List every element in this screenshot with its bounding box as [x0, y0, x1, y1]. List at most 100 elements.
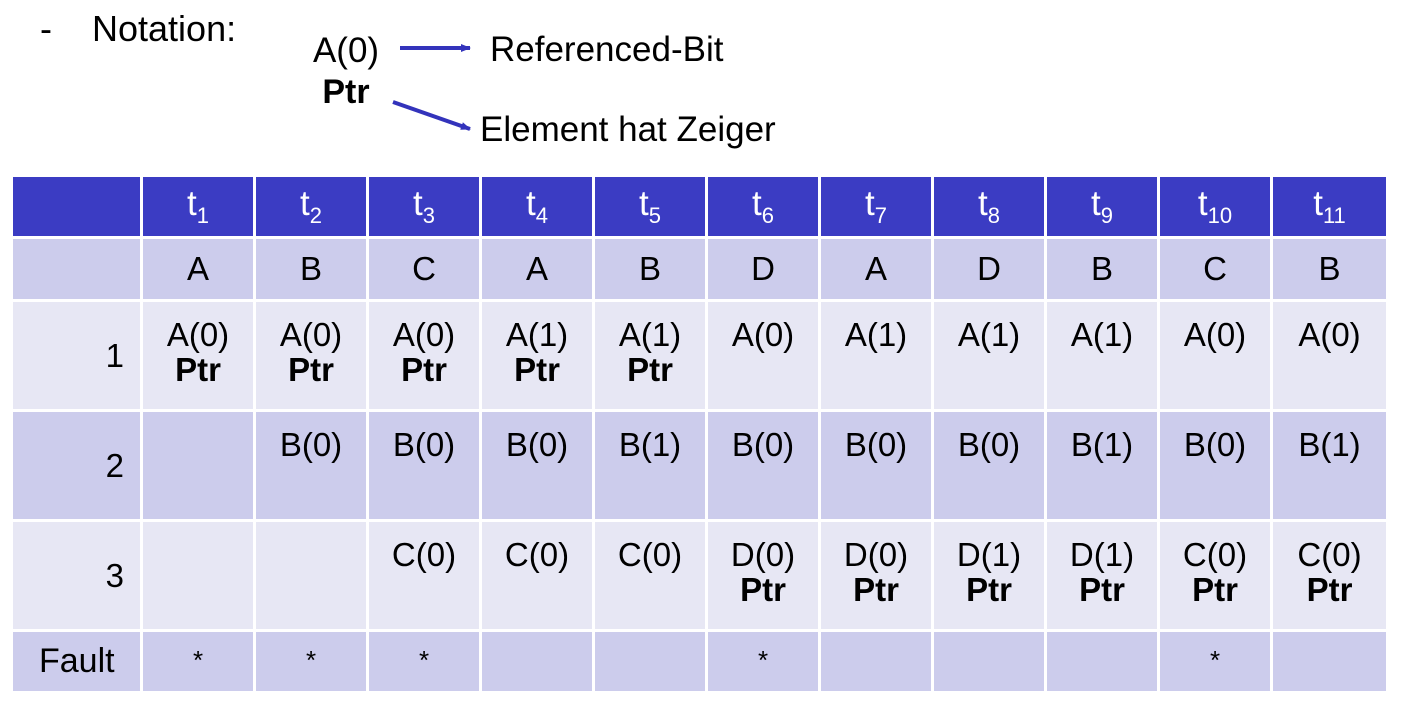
frame-cell-content: B(1) [1273, 412, 1386, 463]
request-cell: D [934, 239, 1047, 302]
fault-marker: * [305, 644, 317, 675]
frame-cell-content: B(1) [1047, 412, 1157, 463]
fault-row: Fault***** [13, 632, 1386, 694]
time-step-letter: t [1197, 184, 1208, 223]
frame-cell: A(0) [1160, 302, 1273, 412]
frame-cell: B(0) [256, 412, 369, 522]
frame-cell-content [256, 522, 366, 538]
frame-cell-content: D(1)Ptr [934, 522, 1044, 607]
corner-cell [13, 177, 143, 239]
frame-cell: A(1)Ptr [595, 302, 708, 412]
fault-cell: * [143, 632, 256, 694]
clock-pointer: Ptr [1192, 570, 1238, 608]
fault-cell [934, 632, 1047, 694]
time-step-index: 2 [309, 203, 322, 228]
notation-example-ptr: Ptr [322, 73, 370, 111]
frame-cell: B(0) [1160, 412, 1273, 522]
fault-cell: * [708, 632, 821, 694]
page-entry: C(0) [504, 536, 570, 573]
request-cell: B [256, 239, 369, 302]
time-step-index: 7 [874, 203, 887, 228]
time-step-header: t9 [1047, 177, 1160, 239]
page-entry: D(0) [843, 536, 909, 573]
time-step-header: t10 [1160, 177, 1273, 239]
frame-cell-content: A(0) [1273, 302, 1386, 353]
time-step-letter: t [752, 184, 762, 223]
frame-cell: C(0) [369, 522, 482, 632]
request-cell: A [821, 239, 934, 302]
time-step-letter: t [300, 184, 310, 223]
frame-cell-content: D(0)Ptr [821, 522, 931, 607]
frame-cell: B(1) [1047, 412, 1160, 522]
time-step-header: t7 [821, 177, 934, 239]
frame-cell-content: B(0) [1160, 412, 1270, 463]
frame-cell: B(1) [595, 412, 708, 522]
time-step-header: t5 [595, 177, 708, 239]
page-entry: C(0) [1182, 536, 1248, 573]
time-step-letter: t [413, 184, 423, 223]
request-cell: B [595, 239, 708, 302]
frame-cell: A(0)Ptr [256, 302, 369, 412]
frame-cell: A(1) [821, 302, 934, 412]
frame-cell: A(0) [1273, 302, 1386, 412]
time-step-header: t6 [708, 177, 821, 239]
frame-cell-content: A(1)Ptr [595, 302, 705, 387]
page-entry: A(0) [166, 316, 230, 353]
page-entry: D(1) [956, 536, 1022, 573]
page-entry: A(1) [844, 316, 908, 353]
page-entry: B(0) [957, 426, 1021, 463]
time-step-header: t1 [143, 177, 256, 239]
clock-pointer: Ptr [401, 350, 447, 388]
frame-cell-content [143, 412, 253, 428]
frame-cell: B(0) [934, 412, 1047, 522]
frame-cell: A(0)Ptr [143, 302, 256, 412]
page-entry: A(1) [957, 316, 1021, 353]
notation-arrows [392, 44, 471, 131]
page-entry: C(0) [391, 536, 457, 573]
frame-cell [143, 522, 256, 632]
time-step-letter: t [1313, 184, 1323, 223]
frame-cell: D(1)Ptr [1047, 522, 1160, 632]
frame-cell-content: A(0)Ptr [256, 302, 366, 387]
time-step-letter: t [978, 184, 988, 223]
frame-cell [143, 412, 256, 522]
frame-label: 2 [13, 412, 143, 522]
frame-cell-content: C(0)Ptr [1160, 522, 1270, 607]
clock-pointer: Ptr [966, 570, 1012, 608]
frame-cell [256, 522, 369, 632]
page-entry: A(0) [731, 316, 795, 353]
page-entry: B(1) [618, 426, 682, 463]
fault-cell: * [369, 632, 482, 694]
frame-cell-content: B(0) [482, 412, 592, 463]
frame-cell-content: B(0) [708, 412, 818, 463]
pointer-arrow [392, 100, 471, 131]
frame-cell-content: A(0) [708, 302, 818, 353]
time-step-index: 3 [422, 203, 435, 228]
frame-label: 1 [13, 302, 143, 412]
fault-marker: * [192, 644, 204, 675]
time-step-letter: t [1091, 184, 1101, 223]
frame-cell-content: C(0) [482, 522, 592, 573]
clock-pointer: Ptr [627, 350, 673, 388]
clock-pointer: Ptr [740, 570, 786, 608]
bullet-dash: - [40, 8, 52, 49]
time-step-index: 1 [196, 203, 209, 228]
frame-cell: C(0)Ptr [1273, 522, 1386, 632]
page-entry: B(0) [392, 426, 456, 463]
fault-marker: * [1209, 644, 1221, 675]
request-cell: B [1273, 239, 1386, 302]
frame-cell-content: D(1)Ptr [1047, 522, 1157, 607]
referenced-bit-label: Referenced-Bit [490, 30, 724, 69]
time-step-header: t3 [369, 177, 482, 239]
frame-cell-content: A(1) [934, 302, 1044, 353]
frame-cell: B(0) [821, 412, 934, 522]
frame-cell: A(0)Ptr [369, 302, 482, 412]
page-entry: C(0) [1297, 536, 1362, 573]
clock-pointer: Ptr [514, 350, 560, 388]
clock-pointer: Ptr [1306, 570, 1353, 608]
frame-cell: D(1)Ptr [934, 522, 1047, 632]
page-entry: B(0) [1183, 426, 1247, 463]
time-step-index: 4 [535, 203, 548, 228]
